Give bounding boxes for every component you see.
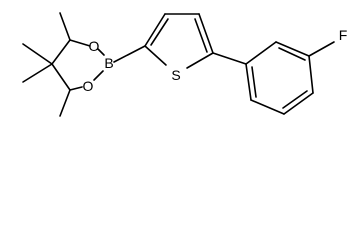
bond-methyl-3 [22,63,53,83]
bond-ph-1 [245,41,277,65]
bond-b-thiophene [113,45,146,63]
bond-c2-s [144,45,167,66]
structure-canvas: B O O S F [22,12,348,117]
bond-thiophene-phenyl [212,52,247,65]
bond-c2-c3 [144,13,166,47]
atom-label-oxygen-top: O [89,38,100,54]
bond-o-b-top [97,48,105,56]
bond-ph-4-double [282,90,308,109]
atom-label-sulfur: S [171,67,180,83]
bond-o-c5 [69,86,83,91]
bond-c4-c5-double [194,18,208,53]
bond-ph-2-double [278,47,306,61]
bonds [22,12,335,117]
bond-c4b-c5 [51,63,71,91]
bond-c4-c5 [198,13,214,54]
atom-label-fluorine: F [339,27,348,43]
bond-c-f [308,41,335,57]
atom-label-oxygen-bottom: O [83,78,94,94]
bond-ph-5 [250,99,285,115]
bond-ph-3 [308,55,314,94]
bond-methyl-2 [22,43,53,65]
bond-methyl-4 [59,89,71,117]
bond-b-o-bottom [93,70,104,81]
bond-c4-o-top [69,39,91,47]
bond-ph-6 [245,63,252,101]
bond-c4-c4b [51,39,71,65]
atom-labels: B O O S F [83,27,348,94]
molecule-structure: B O O S F [22,12,348,117]
bond-s-c5 [186,52,214,69]
bond-c2-c3-double [150,18,169,46]
bond-ph-4 [283,92,314,115]
bond-ph-2 [275,41,310,57]
bond-methyl-1 [59,12,71,41]
bond-ph-6-double [251,66,257,98]
atom-label-boron: B [104,55,113,71]
